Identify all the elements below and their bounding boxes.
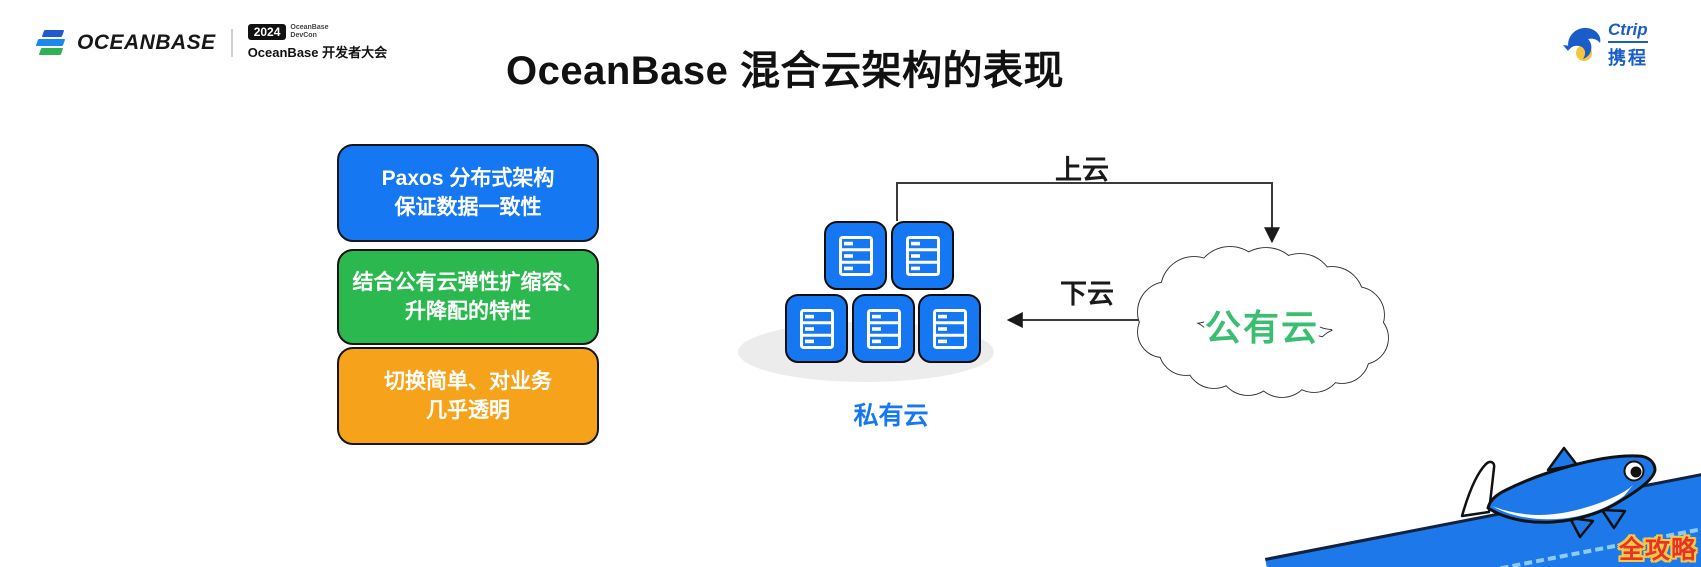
server-icon (799, 308, 834, 349)
feature-card-line: 保证数据一致性 (394, 196, 542, 219)
badge-note: OceanBase DevCon (290, 24, 329, 40)
feature-card-line: 切换简单、对业务 (384, 369, 552, 393)
event-badge: 2024 OceanBase DevCon OceanBase 开发者大会 (247, 24, 388, 61)
server-node (785, 294, 848, 363)
server-icon (905, 235, 940, 276)
watermark: 全攻略 (1618, 536, 1697, 564)
feature-card-line: 结合公有云弹性扩缩容、 (352, 270, 584, 294)
fish-illustration (1460, 446, 1657, 539)
server-node (852, 294, 915, 363)
ctrip-logo-text-en: Ctrip (1608, 20, 1648, 43)
down-arrow-label: 下云 (1060, 279, 1114, 309)
ctrip-logo-text-cn: 携程 (1608, 48, 1648, 68)
feature-card-line: 升降配的特性 (405, 300, 531, 323)
oceanbase-logo-icon (34, 30, 68, 56)
feature-card-line: Paxos 分布式架构 (381, 166, 555, 190)
feature-card-line: 几乎透明 (426, 399, 510, 422)
ctrip-dolphin-icon (1563, 27, 1601, 61)
oceanbase-logo: OCEANBASE 2024 OceanBase DevCon OceanBas… (34, 24, 387, 61)
page-title: OceanBase 混合云架构的表现 (505, 49, 1065, 93)
up-arrow-label: 上云 (1055, 155, 1109, 185)
server-node (824, 221, 887, 290)
divider (230, 28, 233, 57)
server-node (891, 221, 954, 290)
feature-card-switch: 切换简单、对业务 几乎透明 (337, 347, 599, 445)
ctrip-logo: Ctrip 携程 (1563, 20, 1648, 70)
feature-card-paxos: Paxos 分布式架构 保证数据一致性 (337, 144, 599, 242)
server-icon (932, 308, 967, 349)
server-icon (866, 308, 901, 349)
feature-card-elastic: 结合公有云弹性扩缩容、 升降配的特性 (337, 249, 599, 345)
server-node (918, 294, 981, 363)
badge-year: 2024 (247, 24, 287, 41)
event-name: OceanBase 开发者大会 (247, 45, 388, 61)
private-cloud-label: 私有云 (853, 402, 929, 430)
public-cloud-label: 公有云 (1204, 307, 1319, 348)
oceanbase-logo-text: OCEANBASE (77, 30, 216, 54)
server-icon (838, 235, 873, 276)
